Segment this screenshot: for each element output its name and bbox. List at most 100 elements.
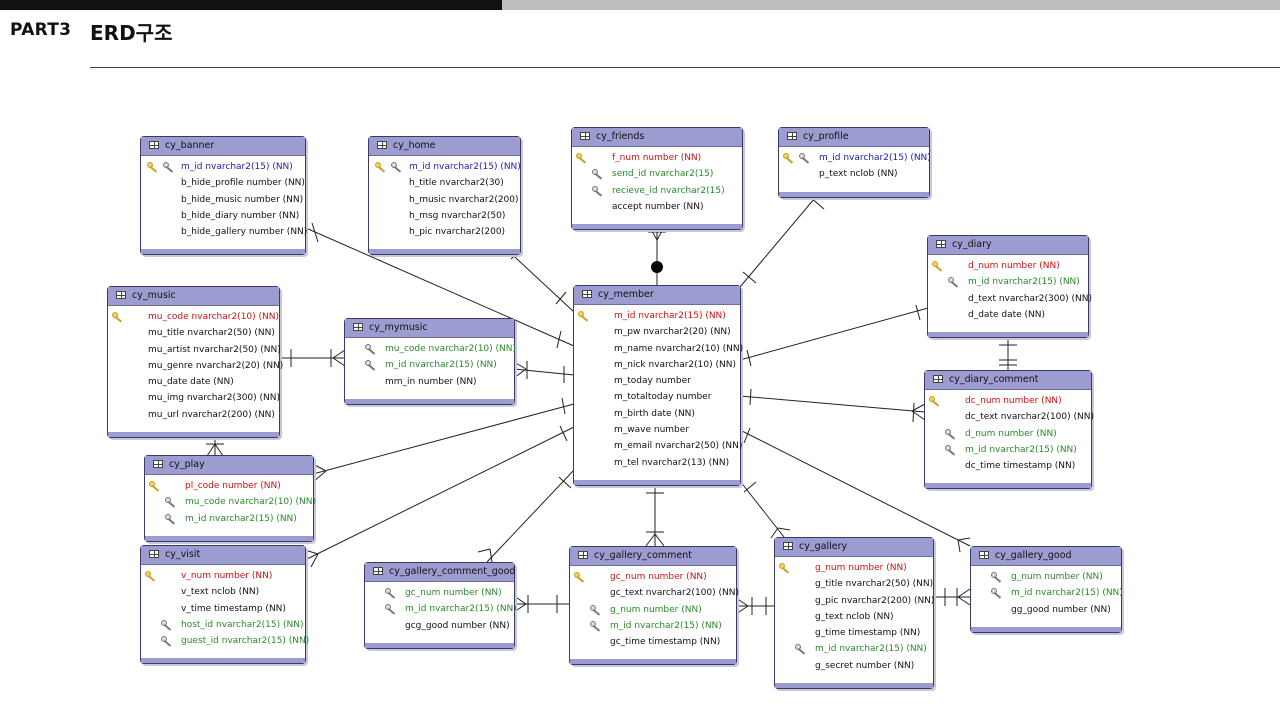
column-row[interactable]: m_id nvarchar2(15) (NN) bbox=[141, 159, 305, 175]
foreign-key-icon bbox=[799, 153, 811, 164]
rel-gallery-member-tick bbox=[743, 481, 757, 493]
column-row[interactable]: m_tel nvarchar2(13) (NN) bbox=[574, 455, 740, 471]
column-row[interactable]: b_hide_gallery number (NN) bbox=[141, 224, 307, 240]
table-cy_diary_comment[interactable]: cy_diary_comment dc_num number (NN)dc_te… bbox=[924, 370, 1094, 490]
column-row[interactable]: m_birth date (NN) bbox=[574, 406, 740, 422]
column-row[interactable]: m_id nvarchar2(15) (NN) bbox=[779, 150, 931, 166]
column-row[interactable]: accept number (NN) bbox=[572, 199, 742, 215]
column-row[interactable]: f_num number (NN) bbox=[572, 150, 742, 166]
column-row[interactable]: m_nick nvarchar2(10) (NN) bbox=[574, 357, 740, 373]
column-row[interactable]: m_id nvarchar2(15) (NN) bbox=[971, 585, 1123, 601]
column-name: host_id nvarchar2(15) (NN) bbox=[181, 619, 304, 630]
column-row[interactable]: m_id nvarchar2(15) (NN) bbox=[928, 274, 1088, 290]
table-name: cy_profile bbox=[803, 131, 849, 142]
column-row[interactable]: g_time timestamp (NN) bbox=[775, 625, 933, 641]
column-row[interactable]: h_msg nvarchar2(50) bbox=[369, 208, 520, 224]
column-row[interactable]: m_pw nvarchar2(20) (NN) bbox=[574, 324, 740, 340]
column-row[interactable]: guest_id nvarchar2(15) (NN) bbox=[141, 633, 309, 649]
table-cy_friends[interactable]: cy_friends f_num number (NN)send_id nvar… bbox=[571, 127, 743, 231]
table-cy_gallery_comment[interactable]: cy_gallery_comment gc_num number (NN)gc_… bbox=[569, 546, 739, 666]
column-row[interactable]: recieve_id nvarchar2(15) bbox=[572, 183, 742, 199]
column-row[interactable]: gcg_good number (NN) bbox=[365, 618, 514, 634]
table-cy_play[interactable]: cy_play pl_code number (NN)mu_code nvarc… bbox=[144, 455, 316, 542]
column-row[interactable]: h_music nvarchar2(200) bbox=[369, 192, 520, 208]
column-row[interactable]: mu_genre nvarchar2(20) (NN) bbox=[108, 358, 283, 374]
column-row[interactable]: d_num number (NN) bbox=[925, 426, 1091, 442]
column-row[interactable]: v_time timestamp (NN) bbox=[141, 601, 305, 617]
table-cy_banner[interactable]: cy_banner m_id nvarchar2(15) (NN)b_hide_… bbox=[140, 136, 307, 256]
table-cy_gallery_comment_good[interactable]: cy_gallery_comment_good gc_num number (N… bbox=[364, 562, 517, 649]
column-row[interactable]: dc_num number (NN) bbox=[925, 393, 1091, 409]
column-row[interactable]: b_hide_profile number (NN) bbox=[141, 175, 305, 191]
column-row[interactable]: d_text nvarchar2(300) (NN) bbox=[928, 291, 1092, 307]
table-cy_member[interactable]: cy_member m_id nvarchar2(15) (NN)m_pw nv… bbox=[573, 285, 744, 486]
column-row[interactable]: m_id nvarchar2(15) (NN) bbox=[925, 442, 1091, 458]
table-cy_home[interactable]: cy_home m_id nvarchar2(15) (NN)h_title n… bbox=[368, 136, 521, 256]
column-row[interactable]: b_hide_music number (NN) bbox=[141, 192, 305, 208]
table-cy_gallery_good[interactable]: cy_gallery_good g_num number (NN)m_id nv… bbox=[970, 546, 1123, 633]
column-row[interactable]: m_id nvarchar2(15) (NN) bbox=[345, 357, 514, 373]
foreign-key-icon bbox=[991, 572, 1003, 583]
column-row[interactable]: m_id nvarchar2(15) (NN) bbox=[145, 511, 313, 527]
column-row[interactable]: send_id nvarchar2(15) bbox=[572, 166, 742, 182]
column-row[interactable]: v_num number (NN) bbox=[141, 568, 305, 584]
table-cy_gallery[interactable]: cy_gallery g_num number (NN)g_title nvar… bbox=[774, 537, 934, 690]
column-row[interactable]: mu_title nvarchar2(50) (NN) bbox=[108, 325, 279, 341]
column-row[interactable]: m_email nvarchar2(50) (NN) bbox=[574, 438, 742, 454]
column-row[interactable]: h_pic nvarchar2(200) bbox=[369, 224, 520, 240]
column-row[interactable]: mu_code nvarchar2(10) (NN) bbox=[145, 494, 316, 510]
table-header: cy_gallery bbox=[775, 538, 933, 557]
column-row[interactable]: gg_good number (NN) bbox=[971, 602, 1121, 618]
table-cy_visit[interactable]: cy_visit v_num number (NN)v_text nclob (… bbox=[140, 545, 309, 665]
column-row[interactable]: g_pic nvarchar2(200) (NN) bbox=[775, 593, 934, 609]
column-row[interactable]: d_num number (NN) bbox=[928, 258, 1088, 274]
column-row[interactable]: b_hide_diary number (NN) bbox=[141, 208, 305, 224]
foreign-key-icon bbox=[592, 169, 604, 180]
foreign-key-icon bbox=[991, 588, 1003, 599]
column-row[interactable]: gc_num number (NN) bbox=[365, 585, 514, 601]
column-row[interactable]: d_date date (NN) bbox=[928, 307, 1088, 323]
column-row[interactable]: mu_code nvarchar2(10) (NN) bbox=[345, 341, 516, 357]
column-row[interactable]: mu_date date (NN) bbox=[108, 374, 279, 390]
column-row[interactable]: g_num number (NN) bbox=[570, 602, 736, 618]
column-row[interactable]: g_num number (NN) bbox=[775, 560, 933, 576]
table-header: cy_banner bbox=[141, 137, 305, 156]
table-cy_diary[interactable]: cy_diary d_num number (NN)m_id nvarchar2… bbox=[927, 235, 1092, 339]
column-row[interactable]: mu_url nvarchar2(200) (NN) bbox=[108, 407, 279, 423]
column-row[interactable]: m_today number bbox=[574, 373, 740, 389]
column-row[interactable]: p_text nclob (NN) bbox=[779, 166, 929, 182]
rel-gcg-member-crow1 bbox=[477, 548, 491, 553]
column-row[interactable]: g_text nclob (NN) bbox=[775, 609, 933, 625]
column-row[interactable]: m_name nvarchar2(10) (NN) bbox=[574, 341, 744, 357]
column-row[interactable]: mu_artist nvarchar2(50) (NN) bbox=[108, 342, 281, 358]
column-row[interactable]: gc_time timestamp (NN) bbox=[570, 634, 736, 650]
table-cy_mymusic[interactable]: cy_mymusic mu_code nvarchar2(10) (NN)m_i… bbox=[344, 318, 516, 405]
column-row[interactable]: gc_text nvarchar2(100) (NN) bbox=[570, 585, 739, 601]
column-row[interactable]: dc_text nvarchar2(100) (NN) bbox=[925, 409, 1094, 425]
table-cy_profile[interactable]: cy_profile m_id nvarchar2(15) (NN)p_text… bbox=[778, 127, 931, 198]
column-row[interactable]: mu_code nvarchar2(10) (NN) bbox=[108, 309, 279, 325]
column-row[interactable]: v_text nclob (NN) bbox=[141, 584, 305, 600]
column-row[interactable]: g_title nvarchar2(50) (NN) bbox=[775, 576, 933, 592]
column-row[interactable]: m_id nvarchar2(15) (NN) bbox=[369, 159, 521, 175]
column-row[interactable]: m_totaltoday number bbox=[574, 389, 740, 405]
column-row[interactable]: m_id nvarchar2(15) (NN) bbox=[570, 618, 736, 634]
column-row[interactable]: g_secret number (NN) bbox=[775, 658, 933, 674]
column-row[interactable]: m_wave number bbox=[574, 422, 740, 438]
column-row[interactable]: mm_in number (NN) bbox=[345, 374, 514, 390]
column-row[interactable]: pl_code number (NN) bbox=[145, 478, 313, 494]
column-row[interactable]: m_id nvarchar2(15) (NN) bbox=[574, 308, 740, 324]
column-row[interactable]: m_id nvarchar2(15) (NN) bbox=[365, 601, 517, 617]
column-row[interactable]: dc_time timestamp (NN) bbox=[925, 458, 1091, 474]
column-row[interactable]: host_id nvarchar2(15) (NN) bbox=[141, 617, 305, 633]
column-row[interactable]: gc_num number (NN) bbox=[570, 569, 736, 585]
rel-play-member bbox=[312, 403, 575, 475]
table-cy_music[interactable]: cy_music mu_code nvarchar2(10) (NN)mu_ti… bbox=[107, 286, 283, 439]
column-row[interactable]: g_num number (NN) bbox=[971, 569, 1121, 585]
column-row[interactable]: h_title nvarchar2(30) bbox=[369, 175, 520, 191]
column-row[interactable]: m_id nvarchar2(15) (NN) bbox=[775, 641, 933, 657]
column-row[interactable]: mu_img nvarchar2(300) (NN) bbox=[108, 390, 280, 406]
column-name: m_nick nvarchar2(10) (NN) bbox=[614, 359, 736, 370]
column-name: d_num number (NN) bbox=[965, 428, 1057, 439]
column-name: m_name nvarchar2(10) (NN) bbox=[614, 343, 744, 354]
